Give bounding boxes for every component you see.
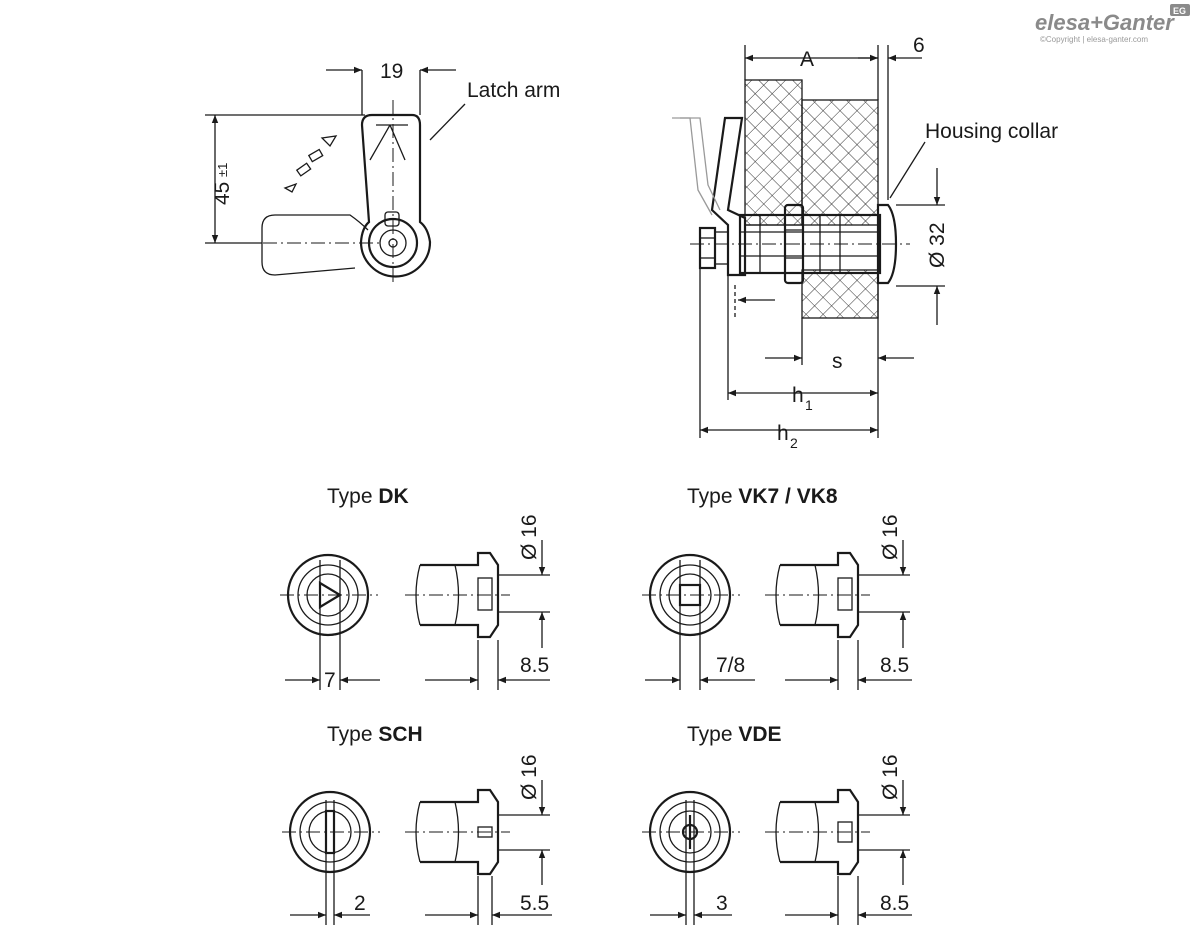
type-sch-width: 2 — [354, 892, 366, 915]
panel-right-upper — [801, 99, 879, 226]
type-vde-title: Type VDE — [687, 723, 782, 746]
dim-diameter-32: Ø 32 — [926, 222, 949, 268]
logo-badge-bg — [1170, 4, 1190, 16]
panel-left-upper — [744, 79, 803, 226]
dim-a: A — [800, 48, 814, 71]
type-vde-depth: 8.5 — [880, 892, 909, 915]
type-sch-title: Type SCH — [327, 723, 423, 746]
dim-h2: h — [777, 422, 789, 445]
type-vk-depth: 8.5 — [880, 654, 909, 677]
dim-h1-sub: 1 — [805, 397, 813, 413]
brand-logo: elesa+Ganter EG ©Copyright | elesa-gante… — [1035, 4, 1190, 44]
dim-height-45: 45 — [211, 182, 234, 205]
dim-width-19: 19 — [380, 60, 403, 83]
dim-h2-sub: 2 — [790, 435, 798, 451]
logo-text: elesa+Ganter — [1035, 10, 1175, 35]
type-sch-depth: 5.5 — [520, 892, 549, 915]
type-dk: Type DK 7 Ø 16 8.5 — [280, 485, 550, 692]
pivot-inner — [379, 229, 407, 257]
latch-arm-section — [710, 116, 747, 277]
label-housing-collar: Housing collar — [925, 120, 1058, 143]
dim-h1: h — [792, 384, 804, 407]
type-vk-width: 7/8 — [716, 654, 745, 677]
front-view: 19 45 ±1 Latch arm — [205, 60, 560, 285]
type-vk-diameter: Ø 16 — [879, 514, 902, 560]
pivot-outer — [367, 217, 419, 269]
type-vk: Type VK7 / VK8 7/8 Ø 16 8.5 — [642, 485, 912, 690]
type-vde: Type VDE 3 Ø 16 8.5 — [642, 723, 912, 925]
type-dk-diameter: Ø 16 — [518, 514, 541, 560]
logo-copyright: ©Copyright | elesa-ganter.com — [1040, 35, 1148, 44]
type-vde-width: 3 — [716, 892, 728, 915]
type-sch-diameter: Ø 16 — [518, 754, 541, 800]
type-dk-title: Type DK — [327, 485, 409, 508]
dim-height-tol: ±1 — [215, 163, 230, 177]
nut — [783, 203, 805, 285]
rotation-arrows-icon — [283, 135, 338, 193]
section-view: A 6 Housing collar Ø 32 s h 1 h 2 — [672, 34, 1058, 451]
type-dk-width: 7 — [324, 669, 336, 692]
pin — [384, 211, 400, 227]
type-vde-diameter: Ø 16 — [879, 754, 902, 800]
label-latch-arm: Latch arm — [467, 79, 560, 102]
dim-s: s — [832, 350, 843, 373]
latch-arm-ghost — [261, 214, 369, 276]
front-nut — [698, 226, 717, 270]
dim-6: 6 — [913, 34, 925, 57]
panel-right-lower — [801, 269, 879, 319]
type-sch: Type SCH 2 Ø 16 5.5 — [282, 723, 552, 925]
type-dk-depth: 8.5 — [520, 654, 549, 677]
latch-arm-outline — [359, 113, 432, 278]
type-vk-title: Type VK7 / VK8 — [687, 485, 838, 508]
logo-badge: EG — [1173, 6, 1186, 16]
